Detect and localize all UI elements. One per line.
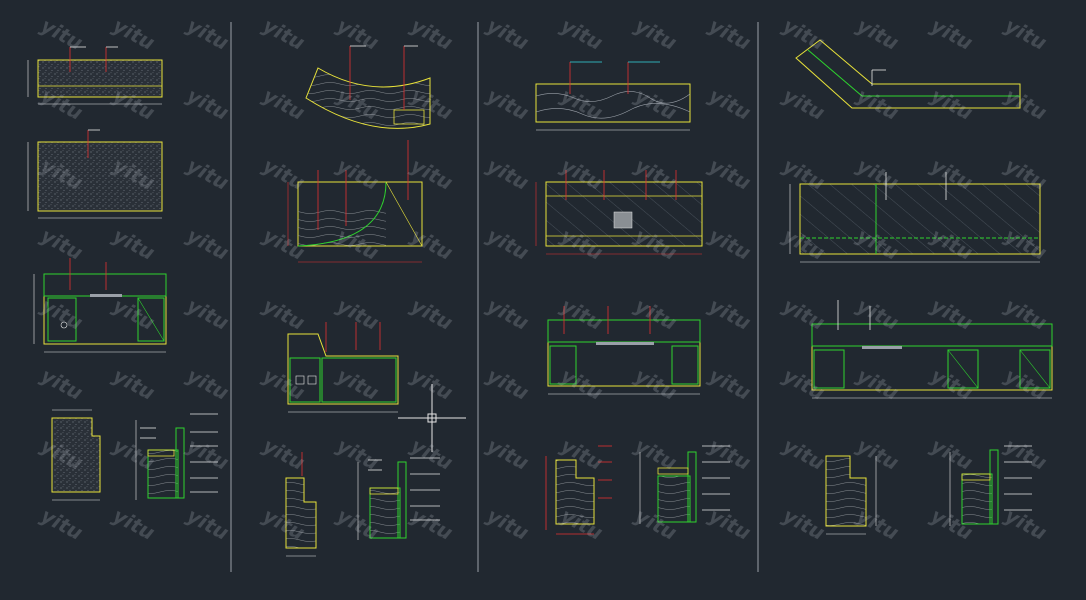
l-shape-plan-3: [545, 445, 612, 535]
section-4: [949, 445, 1032, 526]
stone-panel: [27, 129, 163, 219]
l-shape-plan-1: [51, 409, 101, 501]
front-elevation-3: [547, 306, 701, 395]
front-elevation-1: [33, 258, 167, 353]
front-elevation-2: [287, 322, 399, 413]
section-1: [135, 413, 218, 500]
section-2: [357, 457, 440, 540]
curved-counter-plan: [305, 45, 431, 129]
column-4-drawings: [789, 39, 1053, 535]
front-elevation-4: [811, 300, 1053, 399]
column-dividers: [230, 22, 759, 572]
column-2-drawings: [285, 45, 466, 557]
section-3: [639, 445, 730, 524]
curved-elevation: [287, 140, 423, 263]
column-1-drawings: [27, 46, 218, 501]
wave-counter-plan: [535, 61, 691, 131]
large-hatched-elevation: [789, 172, 1041, 263]
crosshair-cursor-icon: [398, 384, 466, 452]
feature-wall-elevation: [535, 170, 703, 255]
counter-top-plan: [27, 46, 163, 105]
l-shape-plan-4: [825, 455, 877, 535]
angled-counter-plan: [795, 39, 1021, 109]
column-3-drawings: [535, 61, 730, 535]
l-shape-plan-2: [285, 452, 317, 557]
